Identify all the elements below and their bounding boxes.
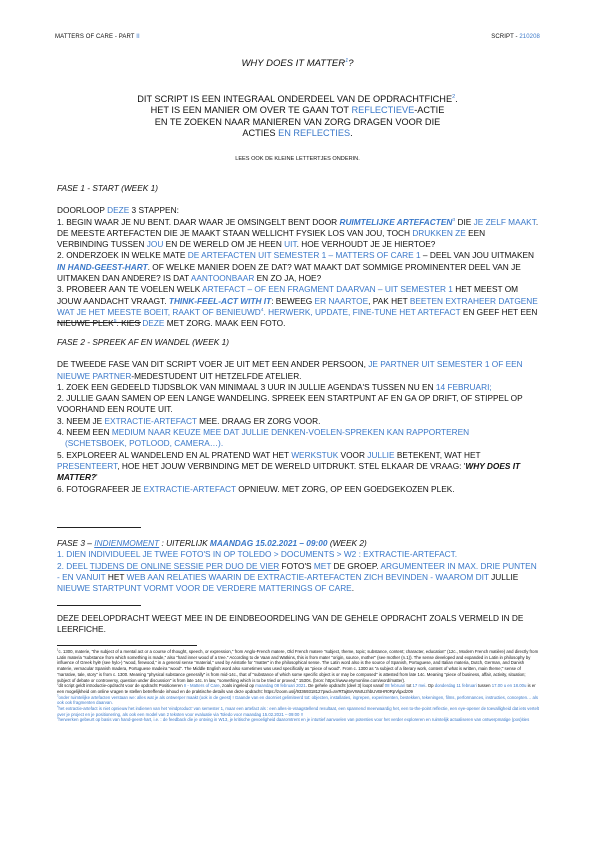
fase2-step-1: 1. ZOEK EEN GEDEELD TIJDSBLOK VAN MINIMA… xyxy=(57,381,492,392)
fase2-intro: DE TWEEDE FASE VAN DIT SCRIPT VOER JE UI… xyxy=(57,359,523,381)
footnote-2: 2dit script geldt introductie-opdracht v… xyxy=(57,682,536,694)
closing-note: DEZE DEELOPDRACHT WEEGT MEE IN DE EINDBE… xyxy=(57,613,524,635)
fase2-step-3: 3. NEEM JE EXTRACTIE-ARTEFACT MEE. DRAAG… xyxy=(57,415,321,426)
header-right: SCRIPT - 210208 xyxy=(491,34,540,40)
fase3-step-2: 2. DEEL TIJDENS DE ONLINE SESSIE PER DUO… xyxy=(57,560,537,594)
page-title: WHY DOES IT MATTER1? xyxy=(0,58,595,69)
header-left-text: MATTERS OF CARE - PART xyxy=(55,34,137,40)
fase1-section: FASE 1 - START (WEEK 1) DOORLOOP DEZE 3 … xyxy=(57,183,539,330)
zoom-link[interactable]: https://zoom.us/j/93369318127pwd=aVRTajB… xyxy=(264,688,413,694)
intro-line-1: DIT SCRIPT IS EEN INTEGRAAL ONDERDEEL VA… xyxy=(137,93,458,104)
intro-line-4: ACTIES EN REFLECTIES. xyxy=(242,127,353,138)
intro-line-3: EN TE ZOEKEN NAAR MANIEREN VAN ZORG DRAG… xyxy=(154,116,441,127)
fase1-step-2: 2. ONDERZOEK IN WELKE MATE DE ARTEFACTEN… xyxy=(57,250,535,284)
fase1-step-1: 1. BEGIN WAAR JE NU BENT. DAAR WAAR JE O… xyxy=(57,216,539,250)
section-divider-3 xyxy=(57,605,141,606)
fase2-step-4: 4. NEEM EEN MEDIUM NAAR KEUZE MEE DAT JU… xyxy=(57,427,470,438)
title-end: ? xyxy=(348,58,354,69)
section-divider-2 xyxy=(57,527,141,528)
fase2-section: FASE 2 - SPREEK AF EN WANDEL (WEEK 1) DE… xyxy=(57,337,539,495)
fase1-intro: DOORLOOP DEZE 3 STAPPEN: xyxy=(57,205,179,216)
header-script-code: 210208 xyxy=(519,34,540,40)
section-divider-1 xyxy=(57,322,141,323)
header-part-number: II xyxy=(136,34,140,40)
fase2-step-2: 2. JULLIE GAAN SAMEN OP EEN LANGE WANDEL… xyxy=(57,393,523,415)
footnotes: 1c. 1300, materie, "the subject of a men… xyxy=(57,645,539,723)
footnote-3: 3onder ruimtelijke artefacten verstaan w… xyxy=(57,694,539,706)
fase3-step-1: 1. DIEN INDIVIDUEEL JE TWEE FOTO'S IN OP… xyxy=(57,549,458,560)
read-fine-print-note: LEES OOK DE KLEINE LETTERTJES ONDERIN. xyxy=(235,156,360,162)
title-text: WHY DOES IT MATTER xyxy=(241,58,346,69)
fase1-step-3: 3. PROBEER AAN TE VOELEN WELK ARTEFACT –… xyxy=(57,284,538,329)
title-footnote-ref: 1 xyxy=(345,57,349,64)
fase2-step-4-media: (SCHETSBOEK, POTLOOD, CAMERA…). xyxy=(65,438,224,449)
footnote-1: 1c. 1300, materie, "the subject of a men… xyxy=(57,648,539,683)
intro-block: DIT SCRIPT IS EEN INTEGRAAL ONDERDEEL VA… xyxy=(0,94,595,139)
footnote-5: 5herwerken gebeurt op basis van hand-gee… xyxy=(57,717,530,723)
fase3-section: FASE 3 – INDIENMOMENT : UITERLIJK MAANDA… xyxy=(57,538,539,594)
footnote-divider xyxy=(57,645,197,646)
header-right-text: SCRIPT - xyxy=(491,34,520,40)
header-left: MATTERS OF CARE - PART II xyxy=(55,34,140,40)
fase2-step-6: 6. FOTOGRAFEER JE EXTRACTIE-ARTEFACT OPN… xyxy=(57,483,455,494)
fase2-heading: FASE 2 - SPREEK AF EN WANDEL (WEEK 1) xyxy=(57,337,229,347)
intro-line-2: HET IS EEN MANIER OM OVER TE GAAN TOT RE… xyxy=(150,105,445,116)
fase2-step-5: 5. EXPLOREER AL WANDELEND EN AL PRATEND … xyxy=(57,449,521,483)
fase1-heading: FASE 1 - START (WEEK 1) xyxy=(57,183,158,193)
fase3-heading: FASE 3 – INDIENMOMENT : UITERLIJK MAANDA… xyxy=(57,538,367,548)
footnote-4: 4het extractie-artefact is niet opnieuw … xyxy=(57,705,539,717)
